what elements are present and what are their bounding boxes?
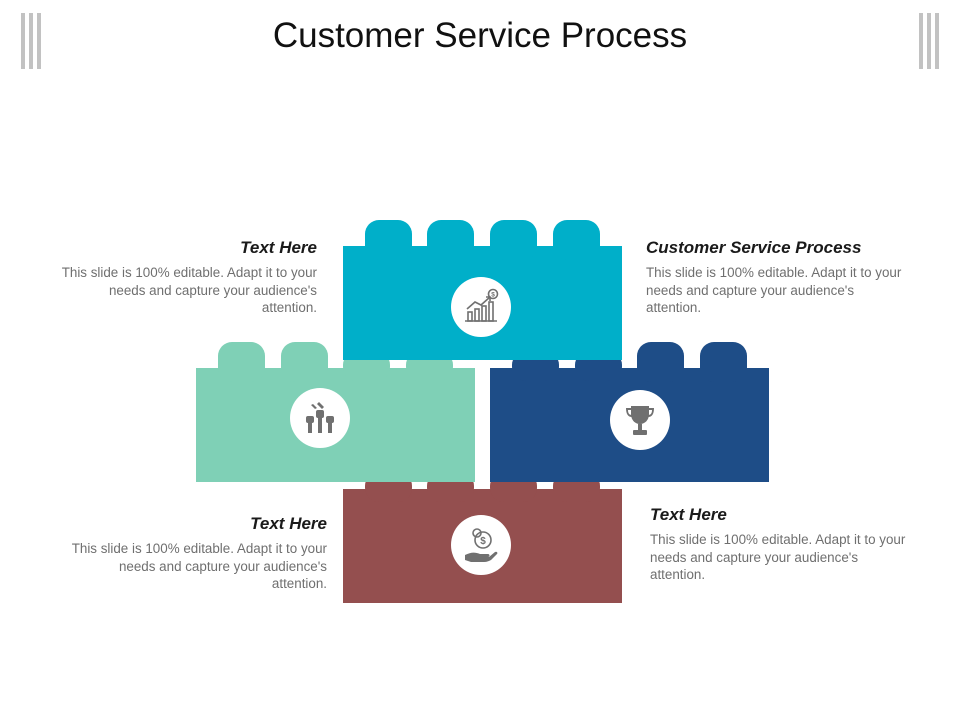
text-block-heading: Text Here <box>250 514 327 533</box>
trophy-icon <box>626 406 654 435</box>
text-block-body: This slide is 100% editable. Adapt it to… <box>61 265 317 315</box>
growth-chart-icon: $ <box>465 288 499 322</box>
text-block-heading: Customer Service Process <box>646 238 862 257</box>
decor-bar <box>919 13 923 69</box>
text-block-top-right: Customer Service Process This slide is 1… <box>646 237 906 317</box>
text-block-body: This slide is 100% editable. Adapt it to… <box>71 541 327 591</box>
text-block-bottom-left: Text Here This slide is 100% editable. A… <box>67 513 327 593</box>
decor-bar <box>37 13 41 69</box>
money-hand-icon: $ <box>465 528 498 562</box>
bottom-block-icon-circle: $ <box>451 515 511 575</box>
decor-bar <box>927 13 931 69</box>
text-block-bottom-right: Text Here This slide is 100% editable. A… <box>650 504 910 584</box>
text-block-heading: Text Here <box>650 505 727 524</box>
left-block-icon-circle <box>290 388 350 448</box>
left-decor-bars <box>21 13 41 69</box>
top-block-icon-circle: $ <box>451 277 511 337</box>
right-block <box>490 342 769 482</box>
svg-text:$: $ <box>480 536 486 547</box>
right-decor-bars <box>919 13 939 69</box>
text-block-body: This slide is 100% editable. Adapt it to… <box>646 265 902 315</box>
decor-bar <box>29 13 33 69</box>
decor-bar <box>21 13 25 69</box>
svg-text:$: $ <box>491 292 495 299</box>
page-title: Customer Service Process <box>272 16 688 55</box>
right-block-icon-circle <box>610 390 670 450</box>
text-block-body: This slide is 100% editable. Adapt it to… <box>650 532 906 582</box>
text-block-top-left: Text Here This slide is 100% editable. A… <box>57 237 317 317</box>
raised-fists-icon <box>306 402 334 433</box>
decor-bar <box>935 13 939 69</box>
text-block-heading: Text Here <box>240 238 317 257</box>
